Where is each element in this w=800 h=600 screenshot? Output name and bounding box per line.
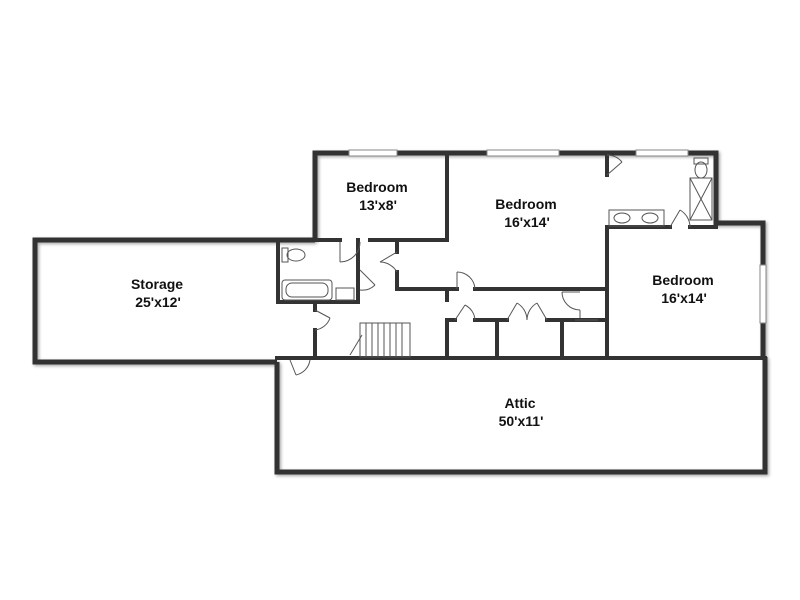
room-dims-bedroom-right: 16'x14'	[661, 290, 707, 306]
door-attic	[289, 359, 311, 376]
door-closet	[379, 251, 398, 273]
double-vanity-icon	[608, 209, 665, 227]
door-ensuite-2	[669, 209, 691, 228]
ensuite-toilet-icon	[693, 157, 709, 179]
door-storage	[314, 309, 331, 331]
windows	[348, 149, 767, 324]
door-small-bedroom	[339, 241, 361, 263]
exterior-walls	[32, 150, 768, 475]
door-ensuite	[606, 154, 623, 176]
room-dims-bedroom-center: 16'x14'	[504, 214, 550, 230]
shower-icon	[689, 177, 713, 221]
doors	[289, 154, 691, 376]
room-dims-storage: 25'x12'	[135, 294, 181, 310]
door-hall-bath	[359, 269, 376, 291]
room-dims-attic: 50'x11'	[499, 413, 544, 429]
door-center-bedroom	[456, 271, 476, 290]
door-double-closet	[506, 302, 548, 321]
door-linen-1	[454, 304, 476, 321]
door-right-bedroom	[561, 291, 581, 318]
sink-icon	[335, 287, 355, 301]
room-name-bedroom-small: Bedroom	[346, 179, 407, 195]
interior-walls	[275, 151, 767, 360]
fixtures	[281, 157, 713, 358]
room-name-attic: Attic	[504, 395, 535, 411]
room-name-storage: Storage	[131, 276, 183, 292]
staircase-icon	[349, 322, 411, 358]
room-name-bedroom-center: Bedroom	[495, 196, 556, 212]
room-dims-bedroom-small: 13'x8'	[359, 197, 397, 213]
toilet-icon	[281, 247, 306, 263]
room-name-bedroom-right: Bedroom	[652, 272, 713, 288]
bathtub-icon	[281, 279, 333, 301]
room-labels: Bedroom 13'x8' Bedroom 16'x14' Bedroom 1…	[131, 179, 714, 429]
